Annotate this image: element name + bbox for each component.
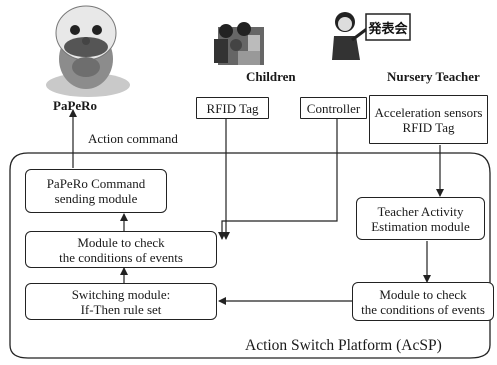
- arrow-controller-to-check: [218, 117, 338, 240]
- controller-box: Controller: [300, 97, 367, 119]
- check-conditions-module-right: Module to check the conditions of events: [352, 282, 494, 321]
- teacher-activity-line-2: Estimation module: [371, 218, 470, 234]
- teacher-sensors-box: Acceleration sensors RFID Tag: [369, 95, 488, 144]
- check-conditions-left-line-1: Module to check: [77, 234, 165, 250]
- teacher-label: Nursery Teacher: [387, 69, 480, 84]
- sign-text: 発表会: [367, 21, 408, 37]
- switching-module: Switching module: If-Then rule set: [25, 283, 217, 320]
- children-icon: [214, 22, 264, 65]
- controller-label: Controller: [306, 100, 361, 116]
- check-conditions-left-line-2: the conditions of events: [59, 249, 183, 265]
- switching-line-1: Switching module:: [71, 286, 171, 302]
- teacher-activity-module: Teacher Activity Estimation module: [356, 197, 485, 240]
- platform-boundary: [9, 152, 491, 359]
- rfid-tag-label: RFID Tag: [206, 100, 259, 116]
- teacher-activity-line-1: Teacher Activity: [377, 203, 464, 219]
- robot-label: PaPeRo: [53, 98, 98, 113]
- platform-title: Action Switch Platform (AcSP): [245, 337, 442, 354]
- check-conditions-right-line-1: Module to check: [379, 286, 467, 302]
- teacher-icon: 発表会: [332, 12, 411, 60]
- teacher-sensors-line-2: RFID Tag: [402, 119, 455, 135]
- command-sending-module: PaPeRo Command sending module: [25, 169, 167, 213]
- command-sending-line-2: sending module: [54, 191, 138, 206]
- robot-icon: [46, 5, 130, 97]
- command-sending-line-1: PaPeRo Command: [46, 176, 146, 191]
- children-label: Children: [246, 69, 296, 84]
- teacher-sensors-line-1: Acceleration sensors: [374, 104, 483, 120]
- check-conditions-right-line-2: the conditions of events: [361, 301, 485, 317]
- switching-line-2: If-Then rule set: [80, 301, 162, 317]
- action-command-label: Action command: [88, 131, 178, 146]
- rfid-tag-box: RFID Tag: [196, 97, 269, 119]
- check-conditions-module-left: Module to check the conditions of events: [25, 231, 217, 268]
